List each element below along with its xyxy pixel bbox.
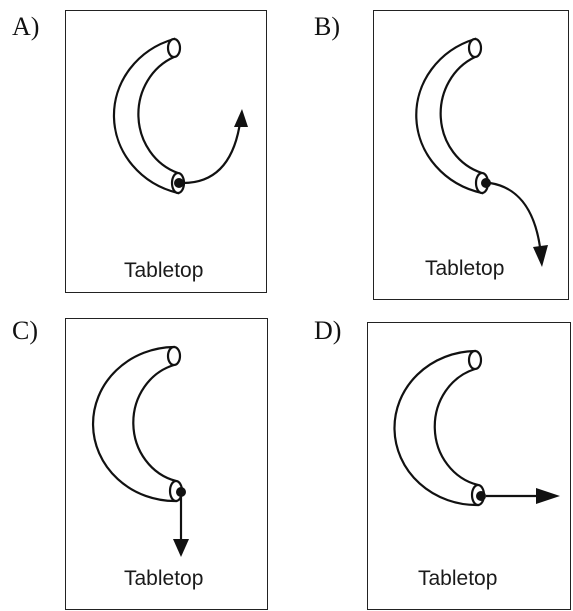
arrowhead: [173, 539, 189, 557]
tube: [91, 345, 184, 503]
tube: [112, 37, 186, 195]
option-b-tabletop-label: Tabletop: [425, 257, 505, 280]
ball-path-arrow: [489, 181, 542, 248]
option-d-tabletop-label: Tabletop: [418, 567, 498, 590]
tube-body: [91, 345, 178, 503]
ball-marker: [481, 178, 491, 188]
tube-top-opening: [166, 37, 182, 59]
arrowhead: [234, 109, 248, 127]
option-a-tabletop-label: Tabletop: [124, 259, 204, 282]
option-c-panel[interactable]: Tabletop: [65, 318, 268, 610]
arrowhead: [533, 245, 548, 267]
tube-top-opening: [467, 349, 483, 371]
option-b-diagram: [415, 37, 548, 267]
option-c-letter: C): [12, 316, 38, 345]
option-c-tabletop-label: Tabletop: [124, 567, 204, 590]
option-b-letter: B): [314, 12, 340, 41]
option-d-panel[interactable]: Tabletop: [367, 322, 571, 610]
option-b-panel[interactable]: Tabletop: [373, 10, 569, 300]
option-c-diagram: [91, 345, 189, 557]
ball-marker: [174, 178, 184, 188]
tube-top-opening: [166, 345, 182, 367]
option-d-letter: D): [314, 316, 342, 345]
ball-marker: [176, 487, 186, 497]
ball-marker: [476, 491, 486, 501]
tube: [415, 37, 490, 195]
tube-body: [393, 349, 480, 507]
tube-body: [415, 37, 484, 195]
option-d-diagram: [393, 349, 560, 507]
arrowhead: [536, 488, 560, 504]
option-a-diagram: [112, 37, 248, 195]
tube: [393, 349, 486, 507]
ball-path-arrow: [182, 122, 242, 185]
option-a-panel[interactable]: Tabletop: [65, 10, 267, 293]
tube-top-opening: [467, 37, 483, 59]
option-a-letter: A): [12, 12, 40, 41]
tube-body: [112, 37, 180, 195]
